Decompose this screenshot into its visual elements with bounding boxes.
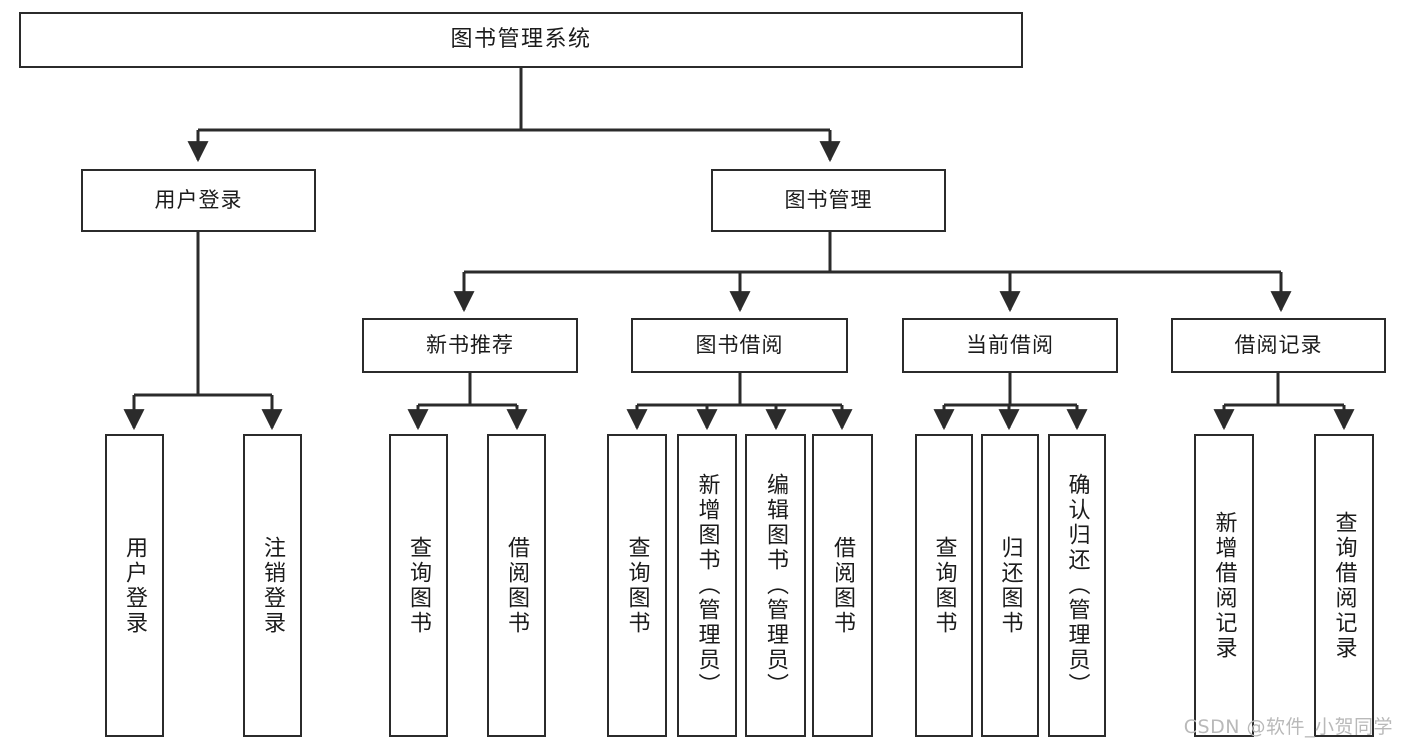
- leaf-current-confirm-return-admin[interactable]: 确认归还（管理员）: [1048, 434, 1106, 737]
- node-new-book-recommend[interactable]: 新书推荐: [362, 318, 578, 373]
- node-label: 借阅图书: [504, 535, 530, 636]
- node-label: 注销登录: [260, 535, 286, 636]
- node-label: 图书管理: [784, 188, 873, 213]
- node-root-system[interactable]: 图书管理系统: [19, 12, 1023, 68]
- node-label: 新增图书（管理员）: [694, 473, 720, 698]
- leaf-borrow-query-book[interactable]: 查询图书: [607, 434, 667, 737]
- leaf-recommend-borrow-book[interactable]: 借阅图书: [487, 434, 546, 737]
- node-label: 归还图书: [997, 535, 1023, 636]
- node-label: 当前借阅: [966, 333, 1054, 358]
- node-book-borrow[interactable]: 图书借阅: [631, 318, 848, 373]
- node-label: 新书推荐: [426, 333, 514, 358]
- node-label: 用户登录: [122, 535, 148, 636]
- leaf-record-add-record[interactable]: 新增借阅记录: [1194, 434, 1254, 737]
- node-label: 查询图书: [406, 535, 432, 636]
- node-label: 新增借阅记录: [1211, 510, 1237, 661]
- leaf-current-query-book[interactable]: 查询图书: [915, 434, 973, 737]
- watermark-text: CSDN @软件_小贺同学: [1183, 716, 1393, 738]
- node-label: 借阅记录: [1234, 333, 1323, 358]
- node-label: 编辑图书（管理员）: [763, 473, 789, 698]
- node-borrow-record[interactable]: 借阅记录: [1171, 318, 1386, 373]
- node-label: 查询借阅记录: [1331, 510, 1357, 661]
- node-label: 借阅图书: [830, 535, 856, 636]
- leaf-borrow-borrow-book[interactable]: 借阅图书: [812, 434, 873, 737]
- leaf-current-return-book[interactable]: 归还图书: [981, 434, 1039, 737]
- node-book-management[interactable]: 图书管理: [711, 169, 946, 232]
- node-label: 图书管理系统: [450, 27, 592, 53]
- node-label: 用户登录: [154, 188, 243, 213]
- node-current-borrow[interactable]: 当前借阅: [902, 318, 1118, 373]
- node-label: 确认归还（管理员）: [1064, 473, 1090, 698]
- leaf-recommend-query-book[interactable]: 查询图书: [389, 434, 448, 737]
- leaf-user-login-login[interactable]: 用户登录: [105, 434, 164, 737]
- leaf-borrow-edit-book-admin[interactable]: 编辑图书（管理员）: [745, 434, 806, 737]
- leaf-user-login-logout[interactable]: 注销登录: [243, 434, 302, 737]
- node-label: 图书借阅: [695, 333, 784, 358]
- leaf-borrow-add-book-admin[interactable]: 新增图书（管理员）: [677, 434, 737, 737]
- node-user-login[interactable]: 用户登录: [81, 169, 316, 232]
- leaf-record-query-record[interactable]: 查询借阅记录: [1314, 434, 1374, 737]
- node-label: 查询图书: [624, 535, 650, 636]
- node-label: 查询图书: [931, 535, 957, 636]
